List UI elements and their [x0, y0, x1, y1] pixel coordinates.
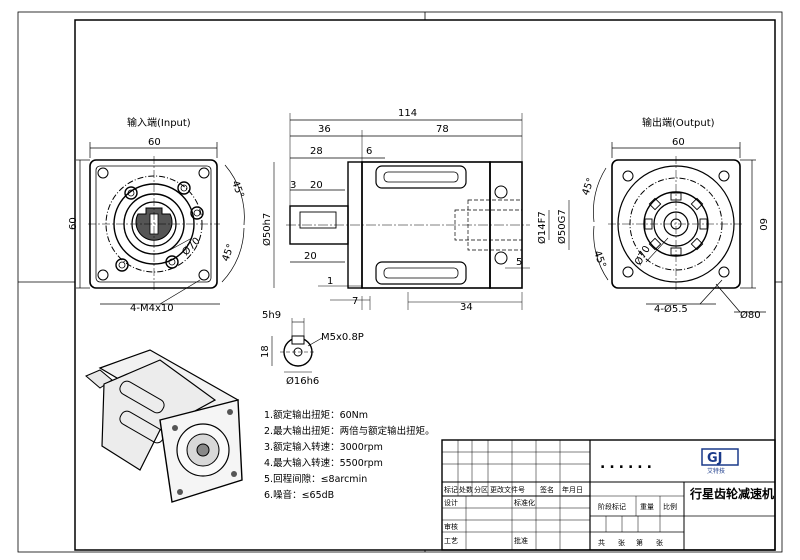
len-28-dim: 28 [310, 146, 323, 157]
out-angle-a: 45° [580, 177, 596, 197]
tb-dots: ...... [600, 456, 656, 472]
out-angle-b: 45° [591, 249, 607, 269]
logo-sub: 艾特技 [707, 467, 725, 475]
input-view-title: 输入端(Input) [127, 116, 191, 129]
tb-stage-mark: 阶段标记 [598, 502, 626, 511]
logo-text: GJ [707, 451, 723, 466]
output-view-title: 输出端(Output) [642, 116, 715, 129]
len-1-dim: 1 [327, 276, 333, 287]
tb-sheet-no: 第 [636, 538, 643, 547]
dia-14f7: Ø14F7 [536, 211, 548, 244]
note-1: 1.额定输出扭矩：60Nm [264, 409, 368, 421]
tb-review: 审核 [444, 522, 458, 531]
len-20b-dim: 20 [304, 251, 317, 262]
tb-sign: 签名 [540, 485, 554, 494]
tb-sheets-total: 共 [598, 538, 605, 547]
dia-50g7: Ø50G7 [556, 209, 568, 244]
out-holes-label: 4-Ø5.5 [654, 303, 688, 315]
tb-sheet-label: 张 [618, 538, 625, 547]
len-36-dim: 36 [318, 124, 331, 135]
total-length-dim: 114 [398, 108, 417, 119]
spec-notes: 1.额定输出扭矩：60Nm 2.最大输出扭矩：两倍与额定输出扭矩。 3.额定输入… [264, 409, 435, 501]
tb-count: 处数 [459, 485, 473, 494]
len-20a-dim: 20 [310, 180, 323, 191]
dia-50h7: Ø50h7 [261, 213, 273, 246]
tb-change-doc: 更改文件号 [490, 485, 525, 494]
gearbox-3d-render [85, 349, 243, 503]
key-thread: M5x0.8P [321, 332, 364, 343]
in-pcd-angle: 45° [220, 243, 236, 263]
len-78-dim: 78 [436, 124, 449, 135]
output-view: 输出端(Output) 60 60 [580, 116, 768, 321]
tb-zone: 分区 [474, 485, 488, 494]
note-6: 6.噪音：≤65dB [264, 489, 334, 501]
side-view: 114 36 78 28 6 3 20 20 [261, 108, 570, 313]
tb-standard: 标准化 [514, 498, 535, 507]
tb-sheet-label2: 张 [656, 538, 663, 547]
in-bolts-label: 4-M4x10 [130, 303, 174, 314]
title-block: 标记 处数 分区 更改文件号 签名 年月日 设计 标准化 审核 工艺 批准 阶段… [441, 439, 776, 551]
tb-ratio: 比例 [663, 502, 677, 511]
tb-weight: 重量 [640, 503, 654, 511]
key-section: 5h9 18 M5x0.8P Ø16h6 [260, 310, 364, 387]
tb-date: 年月日 [562, 485, 583, 494]
key-18: 18 [260, 345, 271, 358]
in-height-dim: 60 [68, 217, 79, 230]
tb-mark: 标记 [444, 485, 458, 494]
note-2: 2.最大输出扭矩：两倍与额定输出扭矩。 [264, 425, 435, 437]
key-5h9: 5h9 [262, 310, 281, 321]
out-height-dim: 60 [757, 218, 768, 231]
len-3-dim: 3 [290, 180, 296, 191]
note-3: 3.额定输入转速：3000rpm [264, 441, 383, 453]
len-7-dim: 7 [352, 296, 358, 307]
tb-title: 行星齿轮减速机 [689, 486, 774, 501]
tb-process: 工艺 [444, 537, 458, 545]
company-logo: GJ 艾特技 [701, 448, 739, 475]
tb-approve: 批准 [514, 536, 528, 545]
len-6-dim: 6 [366, 146, 372, 157]
tb-design: 设计 [444, 498, 458, 507]
out-pcd-label: Ø70 [632, 244, 653, 268]
len-5-dim: 5 [516, 257, 522, 268]
note-5: 5.回程间隙：≤8arcmin [264, 473, 367, 485]
in-bolt-angle: 45° [229, 179, 245, 199]
out-width-dim: 60 [672, 137, 685, 148]
in-width-dim: 60 [148, 137, 161, 148]
input-view: 输入端(Input) 60 60 [68, 116, 246, 314]
out-dia80-label: Ø80 [740, 309, 761, 321]
note-4: 4.最大输入转速：5500rpm [264, 457, 383, 469]
key-dia: Ø16h6 [286, 375, 319, 387]
len-34-dim: 34 [460, 302, 473, 313]
